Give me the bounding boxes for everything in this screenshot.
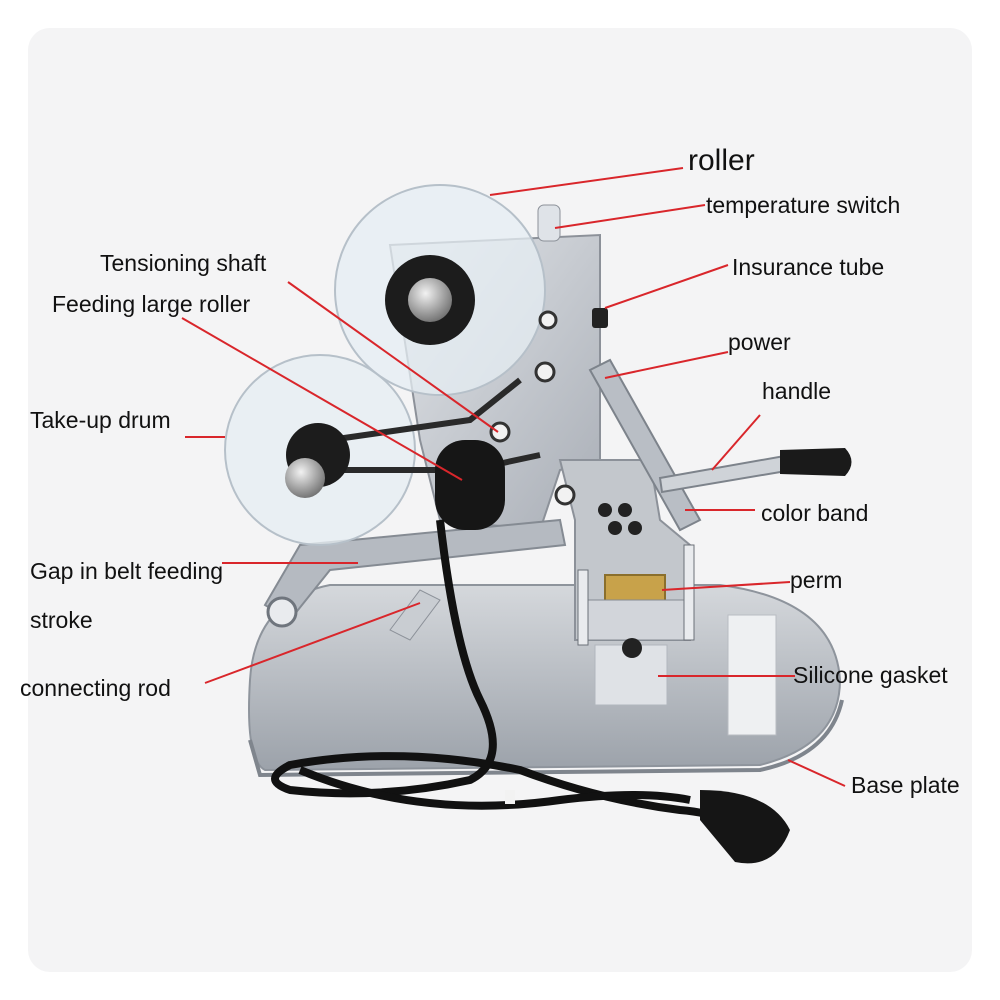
temperature-switch-knob [537, 204, 561, 242]
leader-base-plate [787, 759, 846, 787]
label-gap-in-belt-feeding: Gap in belt feeding [30, 558, 224, 584]
label-take-up-drum: Take-up drum [30, 407, 171, 433]
leader-insurance-tube [604, 264, 729, 309]
label-handle: handle [762, 378, 832, 404]
label-temperature-switch: temperature switch [706, 192, 901, 218]
handle-grip [780, 448, 852, 476]
label-insurance-tube: Insurance tube [732, 254, 885, 280]
label-feeding-large-roller: Feeding large roller [52, 291, 251, 317]
leader-power [604, 351, 729, 379]
label-base-plate: Base plate [851, 772, 960, 798]
large-black-roller [435, 440, 505, 530]
power-cord [271, 519, 729, 843]
leader-feeding-large-roller [181, 317, 463, 481]
leader-lines [181, 167, 846, 787]
label-color-band: color band [761, 500, 869, 526]
label-roller: roller [688, 144, 755, 177]
label-connecting-rod: connecting rod [20, 675, 171, 701]
leader-handle [711, 414, 761, 471]
insurance-tube-cap [592, 308, 608, 328]
label-stroke: stroke [30, 607, 93, 633]
leader-connecting-rod [204, 602, 421, 684]
label-perm: perm [790, 567, 843, 593]
leader-roller [489, 167, 684, 196]
label-power: power [728, 329, 791, 355]
power-plug [700, 790, 790, 864]
label-silicone-gasket: Silicone gasket [793, 662, 948, 688]
label-tensioning-shaft: Tensioning shaft [100, 250, 267, 276]
leader-temperature-switch [554, 204, 706, 229]
leader-tensioning-shaft [287, 281, 499, 433]
leader-perm [661, 581, 791, 591]
